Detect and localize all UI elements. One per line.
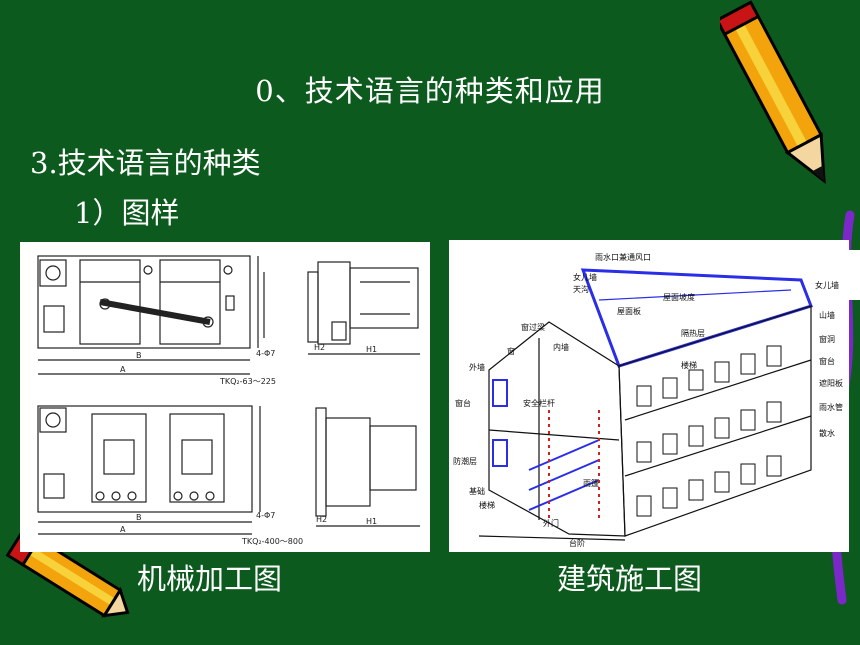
building-label: 雨篷	[583, 478, 599, 488]
building-label: 外门	[543, 518, 559, 528]
building-label: 外墙	[469, 362, 485, 372]
figure-caption-building: 建筑施工图	[557, 562, 703, 596]
building-label: 屋面板	[617, 306, 641, 316]
building-label: 楼梯	[681, 360, 697, 370]
building-label: 基础	[469, 486, 485, 496]
building-drawing: 雨水口兼通风口 女儿墙 天沟 屋面板 屋面坡度 女儿墙 山墙 窗过梁 隔热层 窗…	[453, 252, 843, 548]
dimension-label: H1	[366, 517, 377, 526]
building-label: 隔热层	[681, 328, 705, 338]
mechanical-drawing: B A 4-Φ7 H2 H1 TKQ₂-63～225 B A 4-Φ7 H2 H…	[37, 255, 420, 546]
dimension-label: 4-Φ7	[256, 511, 275, 520]
subsection-heading: 1）图样	[74, 196, 180, 230]
building-label: 台阶	[569, 538, 585, 548]
dimension-label: H2	[316, 515, 327, 524]
building-label: 山墙	[819, 310, 835, 320]
building-label: 女儿墙	[573, 272, 597, 282]
building-label: 雨水管	[819, 402, 843, 412]
building-label: 防潮层	[453, 456, 477, 466]
building-label: 安全栏杆	[523, 398, 555, 408]
building-label: 内墙	[553, 342, 569, 352]
building-label: 女儿墙	[815, 280, 839, 290]
page-title: 0、技术语言的种类和应用	[255, 74, 605, 108]
building-label: 窗过梁	[521, 322, 545, 332]
dimension-label: B	[136, 513, 142, 522]
building-drawing-figure: 雨水口兼通风口 女儿墙 天沟 屋面板 屋面坡度 女儿墙 山墙 窗过梁 隔热层 窗…	[449, 240, 849, 552]
dimension-label: A	[120, 365, 126, 374]
dimension-label: B	[136, 351, 142, 360]
model-label: TKQ₂-400～800	[241, 537, 303, 546]
building-label: 窗洞	[819, 334, 835, 344]
building-label: 窗台	[819, 356, 835, 366]
dimension-label: H2	[314, 343, 325, 352]
dimension-label: 4-Φ7	[256, 349, 275, 358]
building-label: 散水	[819, 428, 835, 438]
building-label: 天沟	[573, 284, 589, 294]
model-label: TKQ₂-63～225	[219, 377, 276, 386]
building-label: 遮阳板	[819, 378, 843, 388]
figure-caption-mechanical: 机械加工图	[137, 562, 283, 596]
mechanical-drawing-figure: B A 4-Φ7 H2 H1 TKQ₂-63～225 B A 4-Φ7 H2 H…	[20, 242, 430, 552]
building-label: 窗台	[455, 398, 471, 408]
building-label: 雨水口兼通风口	[595, 252, 651, 262]
section-heading: 3.技术语言的种类	[30, 146, 261, 180]
building-label: 屋面坡度	[663, 292, 695, 302]
building-label: 窗	[507, 346, 515, 356]
pencil-icon	[720, 0, 826, 184]
dimension-label: A	[120, 525, 126, 534]
dimension-label: H1	[366, 345, 377, 354]
building-label: 楼梯	[479, 500, 495, 510]
